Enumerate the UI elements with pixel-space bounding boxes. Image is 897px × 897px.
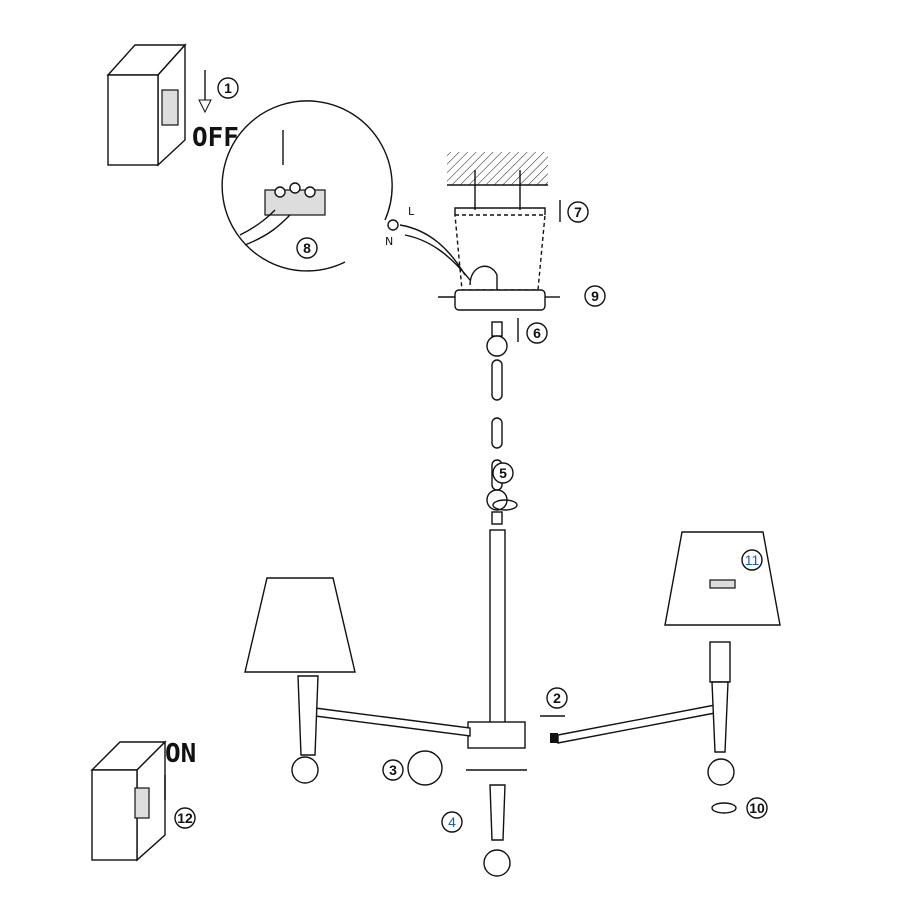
step-4-label: 4 [448, 814, 456, 830]
step-12-label: 12 [177, 810, 193, 826]
step-1-label: 1 [224, 80, 232, 96]
step-7-label: 7 [574, 204, 582, 220]
left-arm-lamp [244, 577, 471, 784]
wiring-detail-inset: 8 L N [221, 100, 471, 281]
chain: 6 5 [486, 318, 548, 525]
step-3-label: 3 [389, 762, 397, 778]
neutral-label: N [385, 235, 393, 248]
center-rod: 4 3 [382, 529, 527, 877]
step-5-label: 5 [499, 465, 507, 481]
live-label: L [408, 205, 415, 218]
step-11-label: 11 [745, 552, 760, 568]
right-arm-lamp: 2 11 10 [540, 531, 781, 819]
off-switch-icon: 1 OFF [106, 43, 239, 167]
step-2-label: 2 [553, 690, 561, 706]
step-10-label: 10 [749, 800, 765, 816]
ceiling-canopy: 7 9 [438, 152, 606, 311]
step-6-label: 6 [533, 325, 541, 341]
step-8-label: 8 [303, 240, 311, 256]
step-9-label: 9 [591, 288, 599, 304]
on-switch-icon: ON 12 [90, 739, 196, 862]
off-label: OFF [192, 123, 239, 153]
on-label: ON [165, 739, 196, 769]
